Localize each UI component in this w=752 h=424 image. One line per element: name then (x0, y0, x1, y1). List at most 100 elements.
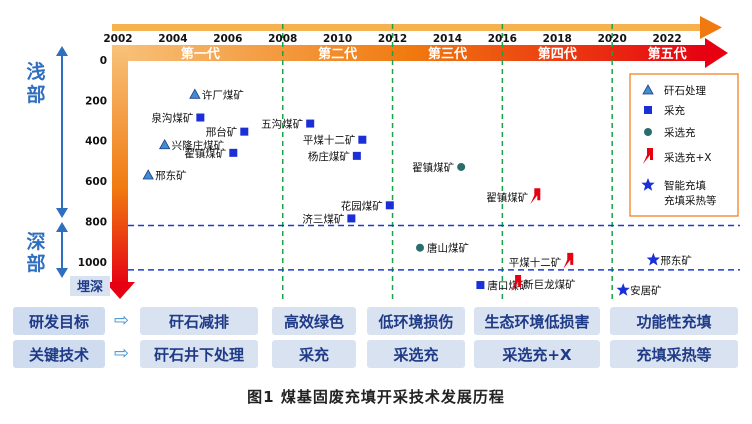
point-label: 翟镇煤矿 (412, 161, 454, 174)
point-marker-circle (644, 128, 652, 136)
point-marker-flag (563, 252, 574, 269)
point-marker-square (358, 135, 367, 144)
point-label: 泉沟煤矿 (151, 112, 193, 125)
figure-caption: 图1 煤基固废充填开采技术发展历程 (247, 388, 505, 406)
depth-label: 埋深 (77, 279, 103, 295)
generation-label: 第二代 (318, 46, 357, 62)
x-tick-label: 2004 (158, 33, 187, 45)
point-marker-circle (457, 162, 466, 171)
tech-cell-gen4: 采选充+X (474, 340, 600, 368)
x-tick-label: 2016 (488, 33, 517, 45)
main-arrow-head (705, 38, 728, 68)
point-label: 邢台矿 (206, 126, 238, 139)
point-label: 济三煤矿 (302, 212, 344, 225)
legend-label: 采选充+X (664, 151, 712, 164)
point-marker-square (476, 281, 485, 290)
point-label: 邢东矿 (155, 169, 187, 182)
point-marker-star (616, 283, 630, 296)
point-label: 花园煤矿 (341, 199, 383, 212)
x-tick-label: 2008 (268, 33, 297, 45)
row-label-tech: 关键技术 (13, 340, 105, 368)
point-marker-circle (416, 243, 424, 252)
zone-label-deep: 部 (26, 252, 45, 275)
goal-cell-gen5: 功能性充填 (610, 307, 738, 335)
point-marker-triangle (189, 88, 201, 99)
x-tick-label: 2002 (103, 33, 132, 45)
x-tick-label: 2010 (323, 33, 352, 45)
point-marker-square (240, 127, 249, 136)
point-marker-star (646, 252, 660, 266)
row-arrow-icon: ⇨ (114, 343, 130, 364)
point-marker-triangle (642, 84, 654, 95)
point-label: 唐山煤矿 (427, 242, 469, 255)
point-marker-square (229, 148, 238, 157)
y-tick-label: 0 (100, 55, 107, 67)
deep-bracket-head (56, 268, 68, 278)
point-marker-star (641, 178, 655, 191)
point-label: 五沟煤矿 (261, 118, 303, 131)
generation-label: 第五代 (648, 46, 687, 62)
shallow-bracket-head (56, 208, 68, 218)
point-marker-square (644, 106, 652, 114)
y-tick-label: 600 (85, 176, 107, 188)
x-tick-label: 2022 (652, 33, 681, 45)
y-tick-label: 1000 (78, 257, 107, 269)
y-tick-label: 200 (85, 95, 107, 107)
row-label-goal: 研发目标 (13, 307, 105, 335)
depth-label-box (70, 276, 110, 296)
goal-cell-gen2: 高效绿色 (272, 307, 356, 335)
depth-arrow-shaft (112, 45, 128, 285)
zone-label-shallow: 浅 (26, 60, 45, 83)
row-arrow-icon: ⇨ (114, 310, 130, 331)
legend-label: 采充 (664, 104, 685, 117)
y-tick-label: 400 (85, 136, 107, 148)
zone-label-shallow: 部 (26, 83, 45, 106)
y-tick-label: 800 (85, 216, 107, 228)
tech-cell-gen2: 采充 (272, 340, 356, 368)
x-tick-label: 2018 (543, 33, 572, 45)
point-marker-triangle (158, 138, 171, 150)
point-label: 翟镇煤矿 (486, 191, 528, 204)
deep-bracket-head (56, 222, 68, 232)
legend-box (629, 73, 739, 217)
shallow-bracket-head (56, 46, 68, 56)
tech-cell-gen5: 充填采热等 (610, 340, 738, 368)
point-marker-square (352, 151, 361, 160)
point-marker-square (306, 119, 315, 128)
legend-label: 采选充 (664, 126, 696, 139)
point-label: 许厂煤矿 (202, 88, 244, 101)
x-tick-label: 2006 (213, 33, 242, 45)
point-label: 平煤十二矿 (509, 256, 562, 269)
x-tick-label: 2012 (378, 33, 407, 45)
depth-arrow-head (105, 282, 135, 299)
point-label: 新巨龙煤矿 (523, 278, 576, 291)
x-tick-label: 2014 (433, 33, 462, 45)
point-marker-flag (511, 275, 522, 292)
point-marker-square (347, 214, 356, 223)
point-marker-square (385, 201, 394, 210)
point-marker-square (196, 113, 205, 122)
point-label: 安居矿 (630, 284, 662, 297)
point-label: 杨庄煤矿 (308, 150, 350, 163)
goal-cell-gen1: 矸石减排 (140, 307, 258, 335)
x-tick-label: 2020 (598, 33, 627, 45)
legend-label: 充填采热等 (664, 194, 717, 207)
generation-label: 第四代 (538, 46, 577, 62)
point-label: 平煤十二矿 (303, 134, 356, 147)
point-label: 邢东矿 (660, 254, 692, 267)
point-marker-triangle (142, 169, 154, 180)
main-arrow-shaft (112, 45, 708, 61)
point-label: 翟镇煤矿 (184, 147, 226, 160)
generation-label: 第三代 (428, 46, 467, 62)
goal-cell-gen3: 低环境损伤 (367, 307, 465, 335)
point-marker-flag (643, 148, 653, 164)
point-label: 兴隆庄煤矿 (172, 139, 225, 152)
tech-cell-gen1: 矸石井下处理 (140, 340, 258, 368)
timeline-arrow-head (700, 16, 722, 39)
zone-label-deep: 深 (26, 230, 45, 253)
goal-cell-gen4: 生态环境低损害 (474, 307, 600, 335)
legend-label: 智能充填 (664, 179, 706, 192)
tech-cell-gen3: 采选充 (367, 340, 465, 368)
